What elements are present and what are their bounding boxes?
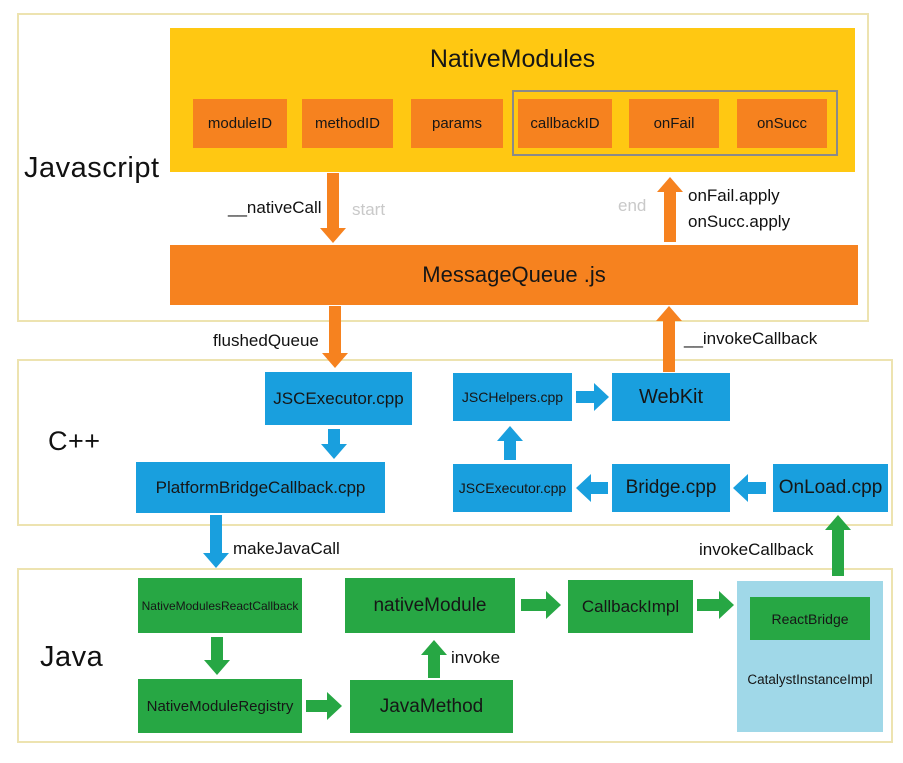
invoke-label: invoke — [451, 648, 501, 667]
method-id-box: methodID — [302, 99, 393, 148]
callback-impl-box: CallbackImpl — [568, 580, 693, 633]
cpp-layer-label: C++ — [48, 426, 101, 456]
on-fail-box: onFail — [629, 99, 719, 148]
message-queue-box: MessageQueue .js — [170, 245, 858, 305]
callback-id-box: callbackID — [518, 99, 612, 148]
react-bridge-box: ReactBridge — [750, 597, 870, 640]
params-box: params — [411, 99, 503, 148]
javascript-layer-section — [17, 13, 869, 322]
platform-bridge-callback-box: PlatformBridgeCallback.cpp — [136, 462, 385, 513]
onload-box: OnLoad.cpp — [773, 464, 888, 512]
webkit-box: WebKit — [612, 373, 730, 421]
java-layer-section — [17, 568, 893, 743]
helpers-to-webkit-arrow — [576, 383, 609, 411]
on-fail-apply-label: onFail.apply — [688, 186, 780, 205]
make-java-call-label: makeJavaCall — [233, 539, 340, 558]
native-call-down-arrow — [320, 173, 346, 243]
end-label: end — [618, 196, 647, 215]
bridge-to-jsc2-arrow — [576, 474, 608, 502]
invoke-callback-up-arrow-cpp — [656, 306, 682, 372]
jsc-executor-box-2: JSCExecutor.cpp — [453, 464, 572, 512]
bridge-box: Bridge.cpp — [612, 464, 730, 512]
module-id-box: moduleID — [193, 99, 287, 148]
callback-group-outline — [512, 90, 838, 156]
invoke-callback-java-label: invokeCallback — [699, 540, 814, 559]
invoke-up-arrow — [421, 640, 447, 678]
native-module-to-callback-impl-arrow — [521, 591, 561, 619]
flushed-queue-label: flushedQueue — [213, 331, 319, 350]
native-module-registry-box: NativeModuleRegistry — [138, 679, 302, 733]
flushed-queue-down-arrow — [322, 306, 348, 368]
cpp-layer-section — [17, 359, 893, 526]
callback-impl-to-catalyst-arrow — [697, 591, 734, 619]
native-call-label: __nativeCall — [228, 198, 322, 217]
jsc2-to-helpers-arrow — [497, 426, 523, 460]
native-modules-title: NativeModules — [429, 45, 596, 73]
onload-to-bridge-arrow — [733, 474, 766, 502]
callback-up-arrow — [657, 177, 683, 242]
invoke-callback-up-arrow-java — [825, 515, 851, 576]
react-callback-to-registry-arrow — [204, 637, 230, 675]
registry-to-java-method-arrow — [306, 692, 342, 720]
on-succ-box: onSucc — [737, 99, 827, 148]
start-label: start — [352, 200, 386, 219]
catalyst-instance-impl-container: ReactBridge CatalystInstanceImpl — [737, 581, 883, 732]
on-succ-apply-label: onSucc.apply — [688, 212, 791, 231]
invoke-callback-cpp-label: __invokeCallback — [684, 329, 818, 348]
native-modules-react-callback-box: NativeModulesReactCallback — [138, 578, 302, 633]
native-module-box: nativeModule — [345, 578, 515, 633]
jsc-executor-box-1: JSCExecutor.cpp — [265, 372, 412, 425]
jsc-helpers-box: JSCHelpers.cpp — [453, 373, 572, 421]
make-java-call-down-arrow — [203, 515, 229, 568]
java-method-box: JavaMethod — [350, 680, 513, 733]
catalyst-instance-impl-label: CatalystInstanceImpl — [747, 672, 873, 687]
jsc-to-platform-arrow — [321, 429, 347, 459]
javascript-layer-label: Javascript — [24, 152, 160, 184]
java-layer-label: Java — [40, 641, 104, 673]
